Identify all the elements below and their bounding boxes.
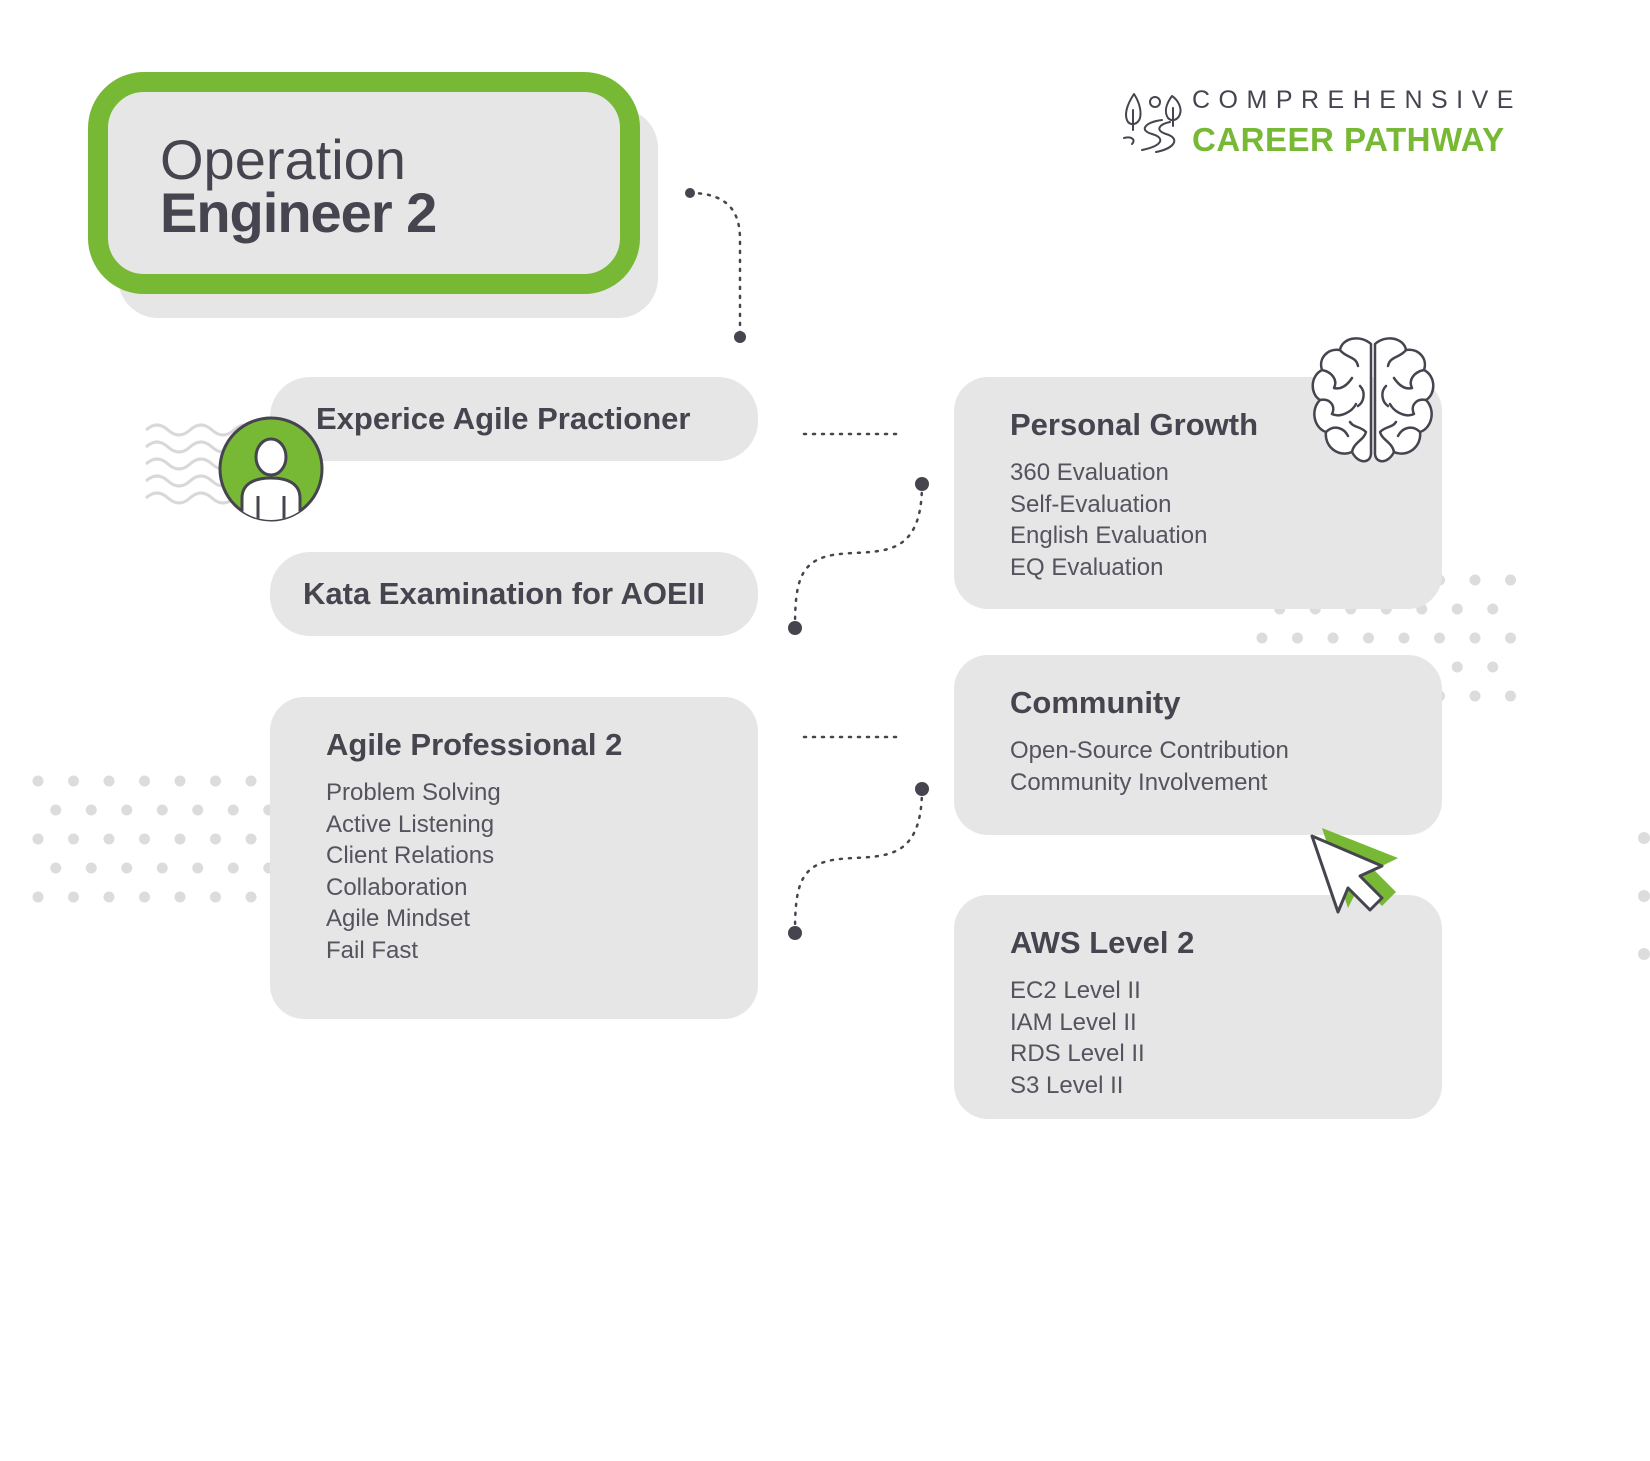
list-item: Self-Evaluation <box>1010 490 1172 518</box>
list-item: EQ Evaluation <box>1010 553 1164 581</box>
role-title-box <box>88 72 640 294</box>
card-list: 360 Evaluation Self-Evaluation English E… <box>1010 457 1207 583</box>
card-title: AWS Level 2 <box>1010 925 1195 960</box>
connector-nodes <box>685 188 929 940</box>
role-title-line2: Engineer 2 <box>160 181 437 244</box>
list-item: IAM Level II <box>1010 1008 1137 1036</box>
list-item: S3 Level II <box>1010 1071 1124 1099</box>
list-item: Collaboration <box>326 873 468 901</box>
logo-line1: COMPREHENSIVE <box>1192 86 1522 114</box>
logo-line2: CAREER PATHWAY <box>1192 121 1505 158</box>
dot-grid-left <box>32 775 292 903</box>
card-title: Agile Professional 2 <box>326 727 623 762</box>
list-item: Active Listening <box>326 810 495 838</box>
user-avatar-icon <box>218 416 324 522</box>
brain-icon <box>1311 337 1435 463</box>
role-title-line1: Operation <box>160 128 406 191</box>
list-item: RDS Level II <box>1010 1040 1145 1067</box>
card-personal-growth: Personal Growth 360 Evaluation Self-Eval… <box>954 377 1442 609</box>
dot-grid-edge <box>1638 832 1650 960</box>
card-list: EC2 Level II IAM Level II RDS Level II S… <box>1010 975 1145 1101</box>
list-item: Problem Solving <box>326 779 501 806</box>
list-item: Community Involvement <box>1010 768 1268 796</box>
card-title: Community <box>1010 685 1181 720</box>
card-list: Open-Source Contribution Community Invol… <box>1010 735 1289 798</box>
road-trees-icon <box>1123 93 1182 153</box>
connector-lines <box>688 191 924 935</box>
card-community: Community Open-Source Contribution Commu… <box>954 655 1442 835</box>
list-item: Open-Source Contribution <box>1010 737 1289 764</box>
card-list: Problem Solving Active Listening Client … <box>326 777 501 966</box>
list-item: 360 Evaluation <box>1010 459 1169 486</box>
list-item: Agile Mindset <box>326 905 471 932</box>
list-item: Fail Fast <box>326 936 419 964</box>
step-agile-practitioner: Experice Agile Practioner <box>270 377 758 461</box>
card-title: Personal Growth <box>1010 407 1259 442</box>
card-aws-level: AWS Level 2 EC2 Level II IAM Level II RD… <box>954 895 1442 1119</box>
list-item: Client Relations <box>326 842 495 869</box>
card-agile-professional: Agile Professional 2 Problem Solving Act… <box>270 697 758 1019</box>
list-item: English Evaluation <box>1010 522 1208 549</box>
list-item: EC2 Level II <box>1010 977 1141 1004</box>
cursor-arrow-icon <box>1310 828 1398 914</box>
step-kata-exam: Kata Examination for AOEII <box>270 552 758 636</box>
